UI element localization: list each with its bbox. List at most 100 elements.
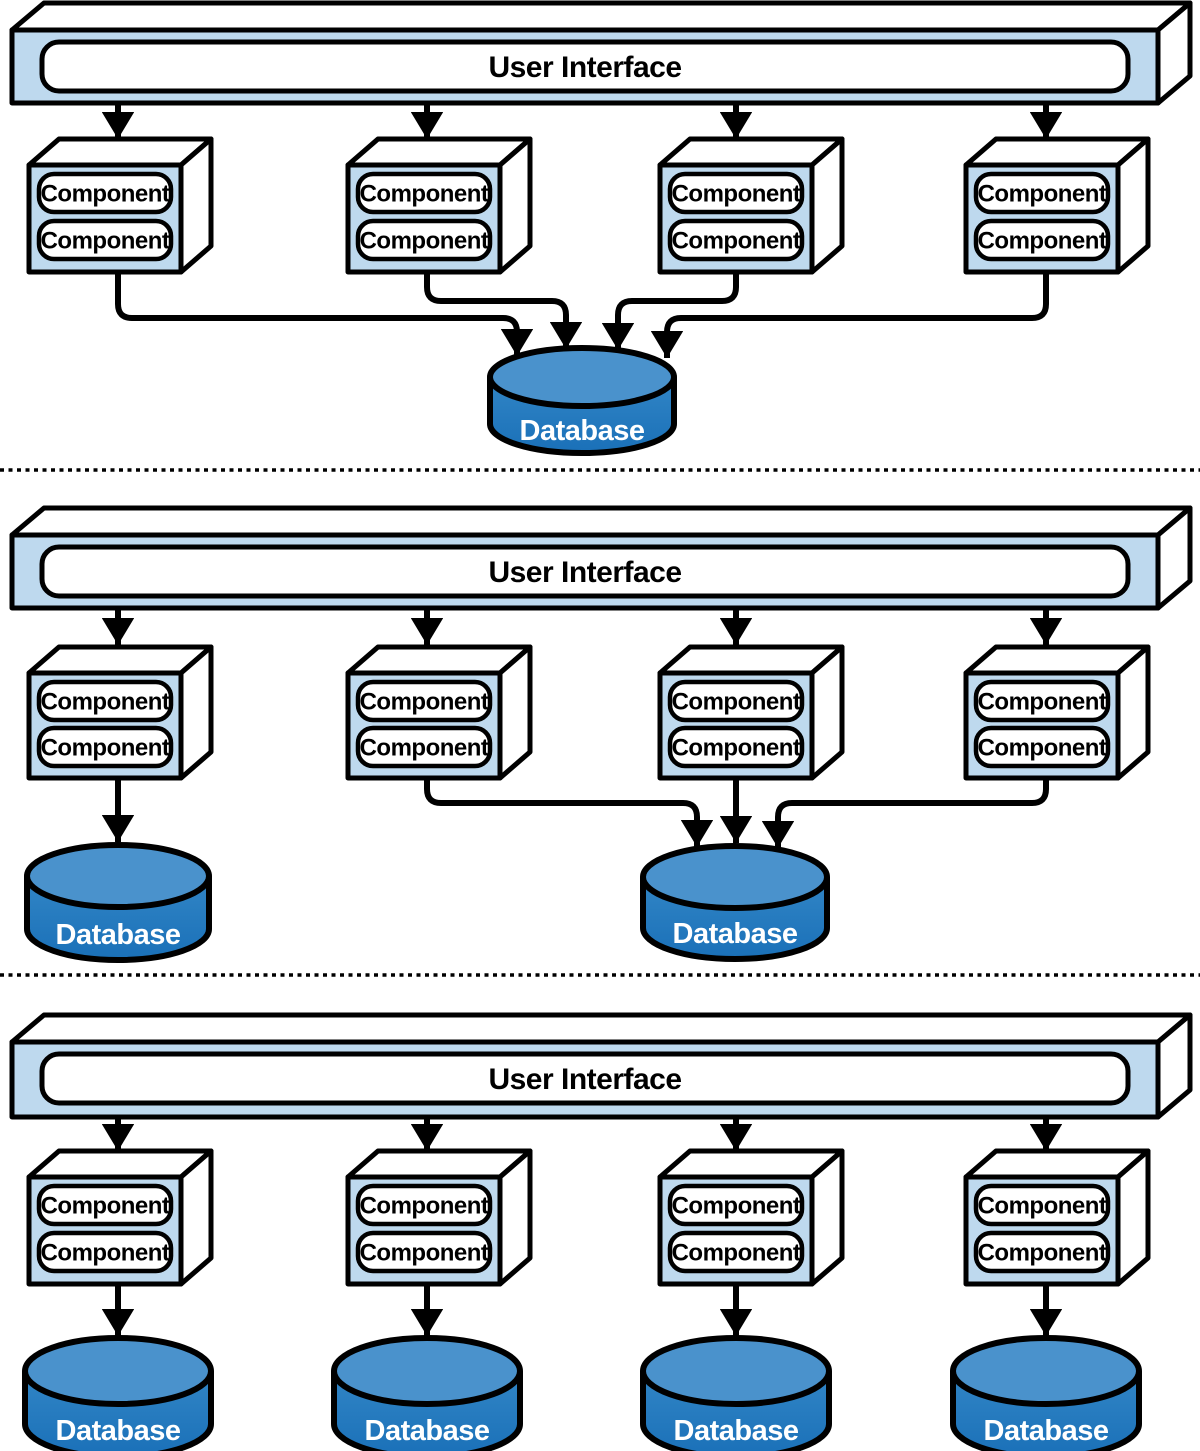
component-pill [973,1183,1111,1227]
component-pill [667,1230,805,1274]
database-cylinder: Database [487,345,677,456]
connector-arrow [601,272,739,350]
connector-arrow [761,778,1049,848]
component-label: Component [41,181,170,208]
component-box-side-face [178,136,214,275]
component-pill [36,1183,174,1227]
ui-bar-top-face [9,505,1193,538]
database-cylinder: Database [640,843,830,962]
component-label: Component [360,689,489,716]
component-label: Component [672,181,801,208]
connector-arrow [115,272,534,356]
section-3: User Interface Component Component Compo… [9,1012,1193,1451]
ui-bar-inner-panel [39,1051,1131,1106]
section-2: User Interface Component Component Compo… [9,505,1193,963]
database-cylinder: Database [950,1335,1142,1451]
component-label: Component [360,181,489,208]
ui-bar-label: User Interface [488,51,681,84]
component-box: Component Component [26,644,214,781]
component-pill [355,218,493,262]
component-pill [36,171,174,215]
ui-bar-inner-panel [39,544,1131,599]
component-pill [355,1183,493,1227]
ui-bar-label: User Interface [488,1063,681,1096]
database-cylinder-top [640,1335,832,1407]
component-label: Component [360,228,489,255]
component-box: Component Component [345,1148,533,1287]
component-label: Component [360,735,489,762]
component-pill [36,679,174,723]
connector-arrow [424,272,583,349]
component-box-side-face [809,1148,845,1287]
component-box: Component Component [657,136,845,275]
component-label: Component [360,1193,489,1220]
component-box-side-face [178,644,214,781]
component-box-side-face [178,1148,214,1287]
database-cylinder-top [950,1335,1142,1407]
component-label: Component [978,1193,1107,1220]
component-label: Component [41,1193,170,1220]
database-label: Database [56,1415,181,1447]
component-pill [667,725,805,769]
section-1: User Interface Component Component Compo… [9,0,1193,456]
database-label: Database [674,1415,799,1447]
component-label: Component [41,1240,170,1267]
component-box: Component Component [657,1148,845,1287]
component-label: Component [41,228,170,255]
ui-bar-top-face [9,0,1193,33]
connector-arrow [650,272,1049,358]
component-pill [667,171,805,215]
component-label: Component [978,689,1107,716]
database-cylinder-top [24,842,212,910]
component-pill [355,1230,493,1274]
component-box-side-face [809,644,845,781]
component-pill [36,1230,174,1274]
component-label: Component [672,689,801,716]
component-label: Component [978,181,1107,208]
component-pill [667,1183,805,1227]
component-pill [667,679,805,723]
component-label: Component [978,1240,1107,1267]
component-pill [667,218,805,262]
component-pill [973,679,1111,723]
database-label: Database [365,1415,490,1447]
component-label: Component [672,1240,801,1267]
component-label: Component [978,228,1107,255]
database-cylinder: Database [22,1335,214,1451]
component-box-side-face [497,644,533,781]
component-label: Component [672,1193,801,1220]
component-pill [36,218,174,262]
component-box: Component Component [657,644,845,781]
database-cylinder-top [22,1335,214,1407]
component-box: Component Component [345,136,533,275]
component-box-side-face [497,136,533,275]
database-label: Database [673,918,798,950]
component-box-side-face [1115,644,1151,781]
component-pill [973,218,1111,262]
database-label: Database [520,415,645,447]
database-cylinder-top [640,843,830,911]
component-label: Component [978,735,1107,762]
component-box: Component Component [963,644,1151,781]
database-label: Database [984,1415,1109,1447]
ui-bar-inner-panel [39,39,1131,94]
database-cylinder: Database [640,1335,832,1451]
database-cylinder-top [487,345,677,409]
ui-bar-label: User Interface [488,556,681,589]
component-box-side-face [1115,136,1151,275]
component-pill [973,171,1111,215]
component-pill [355,679,493,723]
database-label: Database [56,919,181,951]
component-box: Component Component [963,136,1151,275]
component-pill [973,725,1111,769]
component-box-side-face [497,1148,533,1287]
component-box-side-face [1115,1148,1151,1287]
component-label: Component [672,735,801,762]
ui-bar: User Interface [9,505,1193,611]
component-pill [36,725,174,769]
database-cylinder: Database [331,1335,523,1451]
ui-bar: User Interface [9,1012,1193,1120]
database-cylinder-top [331,1335,523,1407]
ui-bar: User Interface [9,0,1193,106]
